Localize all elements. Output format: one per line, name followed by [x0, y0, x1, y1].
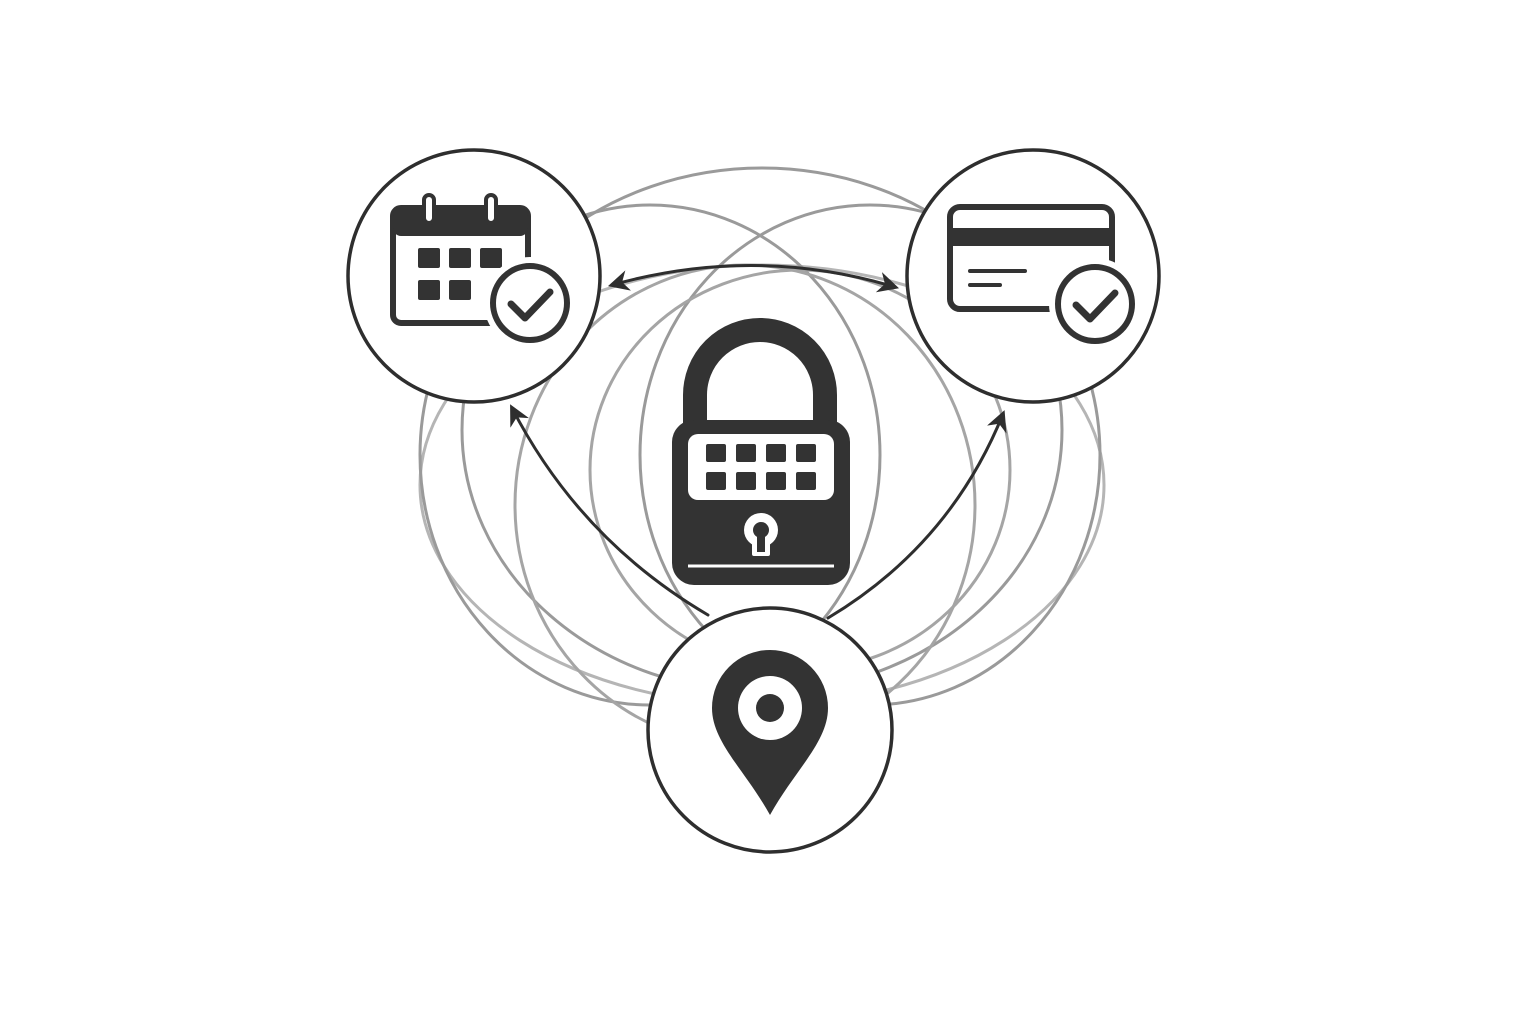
padlock-shackle	[683, 318, 837, 428]
connection-arrows	[510, 264, 1007, 620]
padlock-keypad-icon	[672, 318, 850, 585]
arrow-calendar-card	[607, 264, 900, 293]
calendar-check-icon	[390, 193, 576, 349]
map-pin-icon	[712, 650, 828, 815]
padlock-inner-panel	[688, 434, 834, 500]
arrow-location-card	[826, 410, 1007, 620]
credit-card-check-icon	[947, 204, 1141, 350]
arrow-location-calendar	[510, 404, 710, 617]
padlock-keypad	[706, 444, 816, 490]
node-calendar	[346, 148, 602, 404]
node-card	[905, 148, 1161, 404]
node-location	[646, 606, 894, 854]
